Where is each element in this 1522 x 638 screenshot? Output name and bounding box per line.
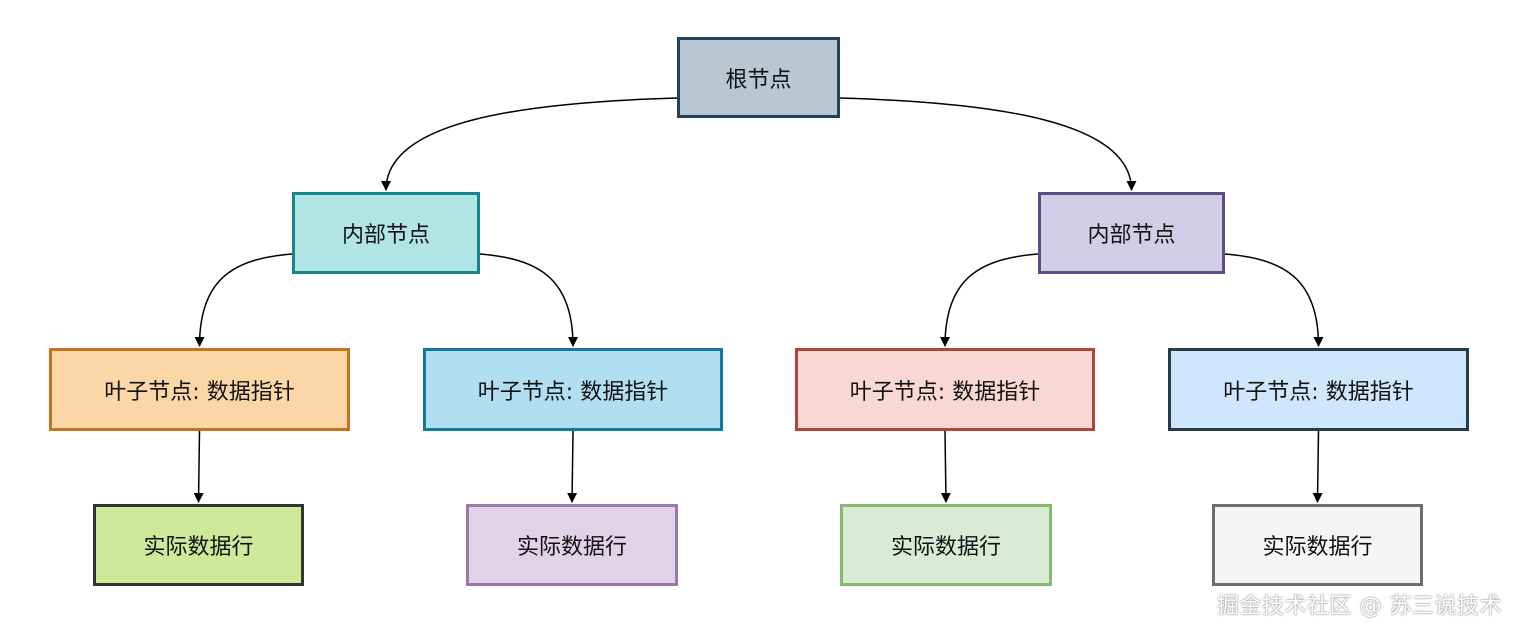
leaf-node-1-label: 叶子节点: 数据指针 bbox=[104, 379, 295, 405]
data-row-node-1: 实际数据行 bbox=[93, 504, 304, 586]
root-node-label: 根节点 bbox=[725, 67, 792, 93]
watermark: 掘金技术社区 @ 苏三说技术 bbox=[1217, 594, 1502, 619]
root-node: 根节点 bbox=[677, 37, 840, 118]
edge-internal_right-to-leaf_3 bbox=[940, 253, 1039, 347]
leaf-node-2-label: 叶子节点: 数据指针 bbox=[477, 379, 669, 405]
edge-leaf_3-to-row_3 bbox=[940, 430, 951, 503]
edge-leaf_2-to-row_2 bbox=[567, 430, 578, 503]
edge-leaf_1-to-row_1 bbox=[193, 430, 204, 503]
data-row-node-4: 实际数据行 bbox=[1212, 504, 1423, 586]
edge-internal_left-to-leaf_1 bbox=[194, 253, 293, 347]
leaf-node-2: 叶子节点: 数据指针 bbox=[423, 348, 723, 431]
internal-node-left-label: 内部节点 bbox=[341, 223, 430, 248]
internal-node-right: 内部节点 bbox=[1038, 192, 1225, 274]
edge-internal_right-to-leaf_4 bbox=[1224, 253, 1324, 347]
leaf-node-3: 叶子节点: 数据指针 bbox=[795, 348, 1095, 431]
edge-root-to-internal_right bbox=[839, 97, 1137, 191]
leaf-node-3-label: 叶子节点: 数据指针 bbox=[849, 379, 1041, 405]
data-row-node-2-label: 实际数据行 bbox=[516, 535, 627, 560]
leaf-node-4-label: 叶子节点: 数据指针 bbox=[1223, 379, 1414, 405]
edge-leaf_4-to-row_4 bbox=[1312, 430, 1323, 503]
edge-internal_left-to-leaf_2 bbox=[479, 253, 578, 347]
edge-root-to-internal_left bbox=[381, 97, 678, 191]
data-row-node-3-label: 实际数据行 bbox=[890, 535, 1001, 560]
leaf-node-1: 叶子节点: 数据指针 bbox=[49, 348, 350, 431]
data-row-node-4-label: 实际数据行 bbox=[1262, 535, 1373, 560]
internal-node-left: 内部节点 bbox=[292, 192, 480, 274]
data-row-node-2: 实际数据行 bbox=[466, 504, 678, 586]
data-row-node-1-label: 实际数据行 bbox=[143, 535, 254, 560]
leaf-node-4: 叶子节点: 数据指针 bbox=[1168, 348, 1469, 431]
internal-node-right-label: 内部节点 bbox=[1087, 223, 1176, 248]
data-row-node-3: 实际数据行 bbox=[840, 504, 1052, 586]
